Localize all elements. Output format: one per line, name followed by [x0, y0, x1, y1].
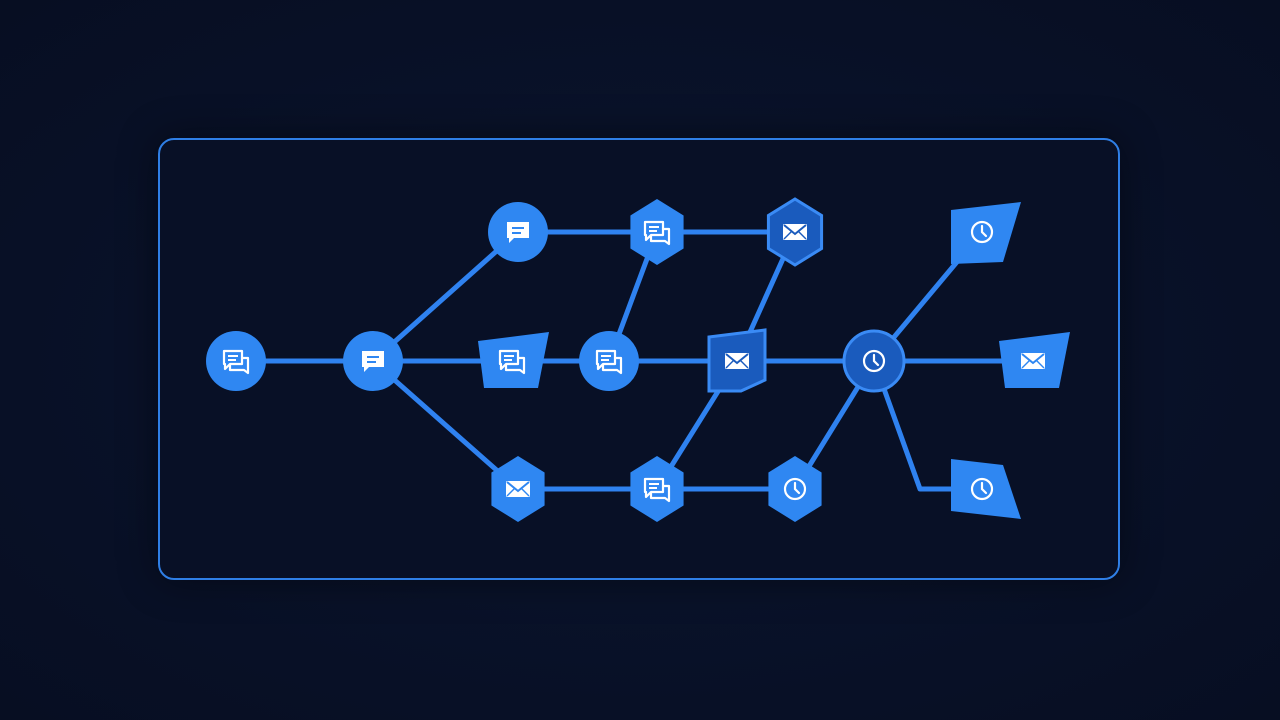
edge-n2-n5 [370, 358, 521, 492]
clock-icon [970, 220, 994, 244]
chat-bubble-icon [362, 351, 384, 372]
chat-bubbles-icon [643, 477, 671, 503]
chat-bubbles-icon [498, 349, 526, 375]
clock-icon [783, 477, 807, 501]
node-n5[interactable] [491, 456, 545, 522]
node-n14[interactable] [999, 332, 1070, 388]
node-n6[interactable] [630, 199, 684, 265]
node-shape-quad-down [951, 459, 1021, 519]
envelope-icon [725, 353, 749, 369]
nodes-layer [206, 197, 1070, 522]
envelope-icon [783, 224, 807, 240]
node-shape-parallelogram [951, 202, 1021, 264]
node-n8[interactable] [630, 456, 684, 522]
node-n3[interactable] [488, 202, 548, 262]
chat-bubbles-icon [643, 220, 671, 246]
chat-bubbles-icon [595, 349, 623, 375]
envelope-icon [1021, 353, 1045, 369]
node-n12[interactable] [842, 329, 906, 393]
envelope-icon [506, 481, 530, 497]
node-shape-trapezoid [478, 332, 549, 388]
clock-icon [862, 349, 886, 373]
chat-bubbles-icon [222, 349, 250, 375]
node-n4[interactable] [478, 332, 549, 388]
node-n10[interactable] [707, 328, 767, 393]
node-n13[interactable] [951, 202, 1021, 264]
node-n9[interactable] [766, 197, 824, 267]
chat-bubble-icon [507, 222, 529, 243]
node-n15[interactable] [951, 459, 1021, 519]
node-n7[interactable] [579, 331, 639, 391]
edge-n2-n3 [370, 229, 521, 364]
clock-icon [970, 477, 994, 501]
node-n2[interactable] [343, 331, 403, 391]
node-n1[interactable] [206, 331, 266, 391]
node-n11[interactable] [768, 456, 822, 522]
